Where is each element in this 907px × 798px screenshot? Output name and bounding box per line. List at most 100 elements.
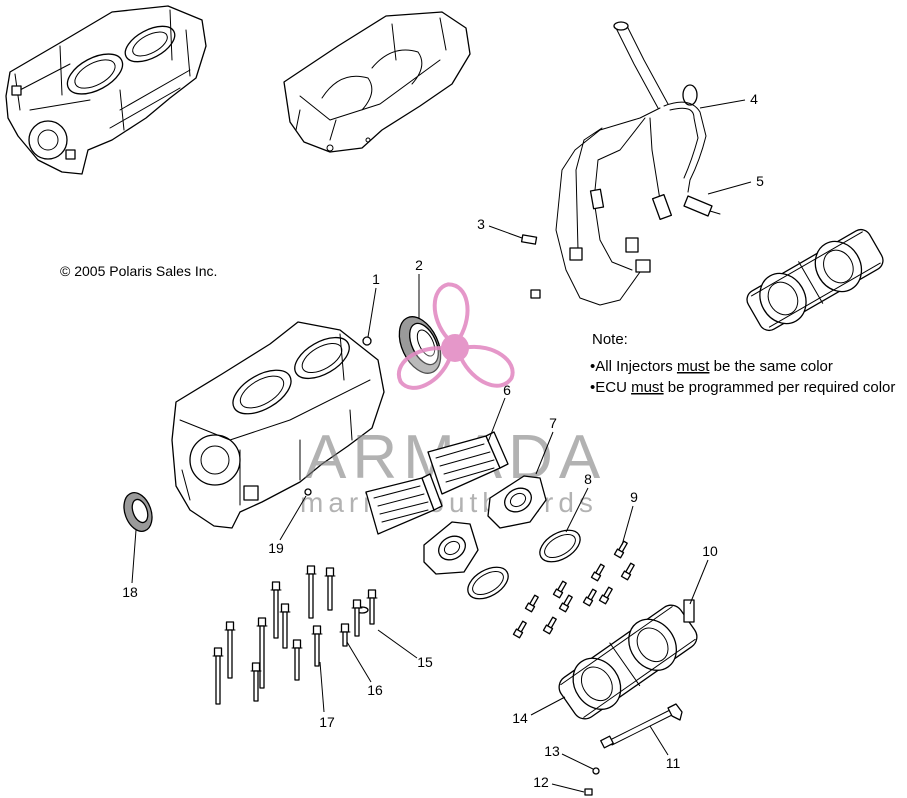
leader-line-1: [367, 287, 377, 338]
bolt: [279, 603, 291, 649]
bolt: [620, 562, 635, 581]
leader-line-15: [377, 629, 418, 659]
reed-valve-lower: [365, 473, 443, 535]
bolt: [552, 580, 567, 599]
seal-18: [123, 492, 153, 532]
leader-line-11: [649, 725, 669, 756]
leader-line-5: [707, 181, 752, 195]
o-ring-13: [592, 767, 600, 775]
injector-5: [683, 195, 713, 217]
leader-line-9: [621, 505, 634, 546]
throttle-body-top-right: [746, 228, 884, 332]
note-heading: Note:: [592, 331, 628, 348]
watermark-tagline: marine outboards: [300, 487, 598, 518]
leader-line-13: [561, 753, 594, 770]
callout-8: 8: [584, 471, 592, 487]
bolt: [305, 565, 317, 619]
note-line-1-emphasis: must: [677, 358, 710, 375]
propeller-logo-icon: [396, 282, 515, 390]
connector: [625, 237, 639, 253]
nut: [530, 289, 541, 299]
crankcase-top-left: [5, 5, 207, 175]
callout-6: 6: [503, 382, 511, 398]
bolt: [613, 540, 628, 559]
o-ring-upper: [539, 529, 581, 563]
bolt: [582, 588, 597, 607]
leader-line-6: [487, 397, 506, 443]
note-line-2: •ECU must be programmed per required col…: [590, 379, 895, 396]
bolt: [339, 623, 351, 647]
note-line-1-lead: •All Injectors: [590, 358, 677, 375]
leader-line-4: [699, 99, 746, 109]
leader-line-16: [346, 641, 372, 683]
bolt-3: [520, 234, 538, 245]
bolt: [351, 599, 363, 637]
throttle-sensor: [683, 599, 695, 623]
note-block: Note: •All Injectors must be the same co…: [590, 331, 895, 396]
callout-11: 11: [666, 755, 681, 771]
callout-4: 4: [750, 91, 758, 107]
bolt: [270, 581, 282, 639]
fuel-cap: [682, 84, 698, 106]
bolt: [542, 616, 557, 635]
bolt: [512, 620, 527, 639]
callout-10: 10: [702, 543, 718, 559]
o-ring-lower: [467, 566, 509, 600]
note-line-2-rest: be programmed per required color: [664, 379, 896, 396]
callout-17: 17: [319, 714, 335, 730]
connector: [635, 259, 651, 273]
callout-18: 18: [122, 584, 138, 600]
callout-16: 16: [367, 682, 383, 698]
callout-15: 15: [417, 654, 433, 670]
callout-9: 9: [630, 489, 638, 505]
leader-line-17: [319, 661, 325, 713]
callout-2: 2: [415, 257, 423, 273]
injector: [651, 193, 673, 221]
bolt: [224, 621, 236, 679]
bolt: [598, 586, 613, 605]
leader-line-8: [565, 487, 589, 533]
callout-14: 14: [512, 710, 528, 726]
leader-line-18: [131, 529, 137, 584]
note-line-2-lead: •ECU: [590, 379, 631, 396]
crankcase-half-top-middle: [283, 11, 471, 153]
leader-line-14: [530, 696, 566, 716]
bolt: [256, 617, 268, 689]
leader-line-10: [689, 559, 709, 605]
bolt: [590, 563, 605, 582]
plug-19: [304, 488, 312, 496]
copyright-text: © 2005 Polaris Sales Inc.: [60, 263, 217, 279]
bolt: [311, 625, 323, 667]
bolt-set-long: [212, 565, 378, 705]
injector: [589, 188, 605, 210]
callout-labels: 1 2 3 4 5 6 7 8 9 10 11 12 13 14 15 16 1…: [122, 91, 764, 790]
throttle-body-main: [558, 599, 698, 720]
callout-5: 5: [756, 173, 764, 189]
bolt: [291, 639, 303, 681]
fuel-line-11: [600, 703, 683, 749]
bolt: [558, 594, 573, 613]
bolt: [212, 647, 224, 705]
crankcase-main: [171, 321, 385, 529]
intake-manifold-lower: [423, 521, 479, 575]
nut-12: [584, 788, 593, 796]
reed-valve-upper: [427, 431, 509, 495]
bolt: [324, 567, 336, 611]
leader-lines: [131, 99, 752, 793]
note-line-2-emphasis: must: [631, 379, 664, 396]
leader-line-3: [488, 225, 523, 239]
bolt: [250, 662, 262, 702]
note-line-1-rest: be the same color: [709, 358, 832, 375]
callout-3: 3: [477, 216, 485, 232]
callout-7: 7: [549, 415, 557, 431]
intake-manifold-upper: [487, 475, 547, 529]
bolt: [366, 589, 378, 625]
callout-1: 1: [372, 271, 380, 287]
leader-line-19: [279, 495, 307, 541]
plug-1: [362, 336, 372, 346]
bolt-set-short: [512, 540, 635, 639]
callout-19: 19: [268, 540, 284, 556]
note-line-1: •All Injectors must be the same color: [590, 358, 833, 375]
